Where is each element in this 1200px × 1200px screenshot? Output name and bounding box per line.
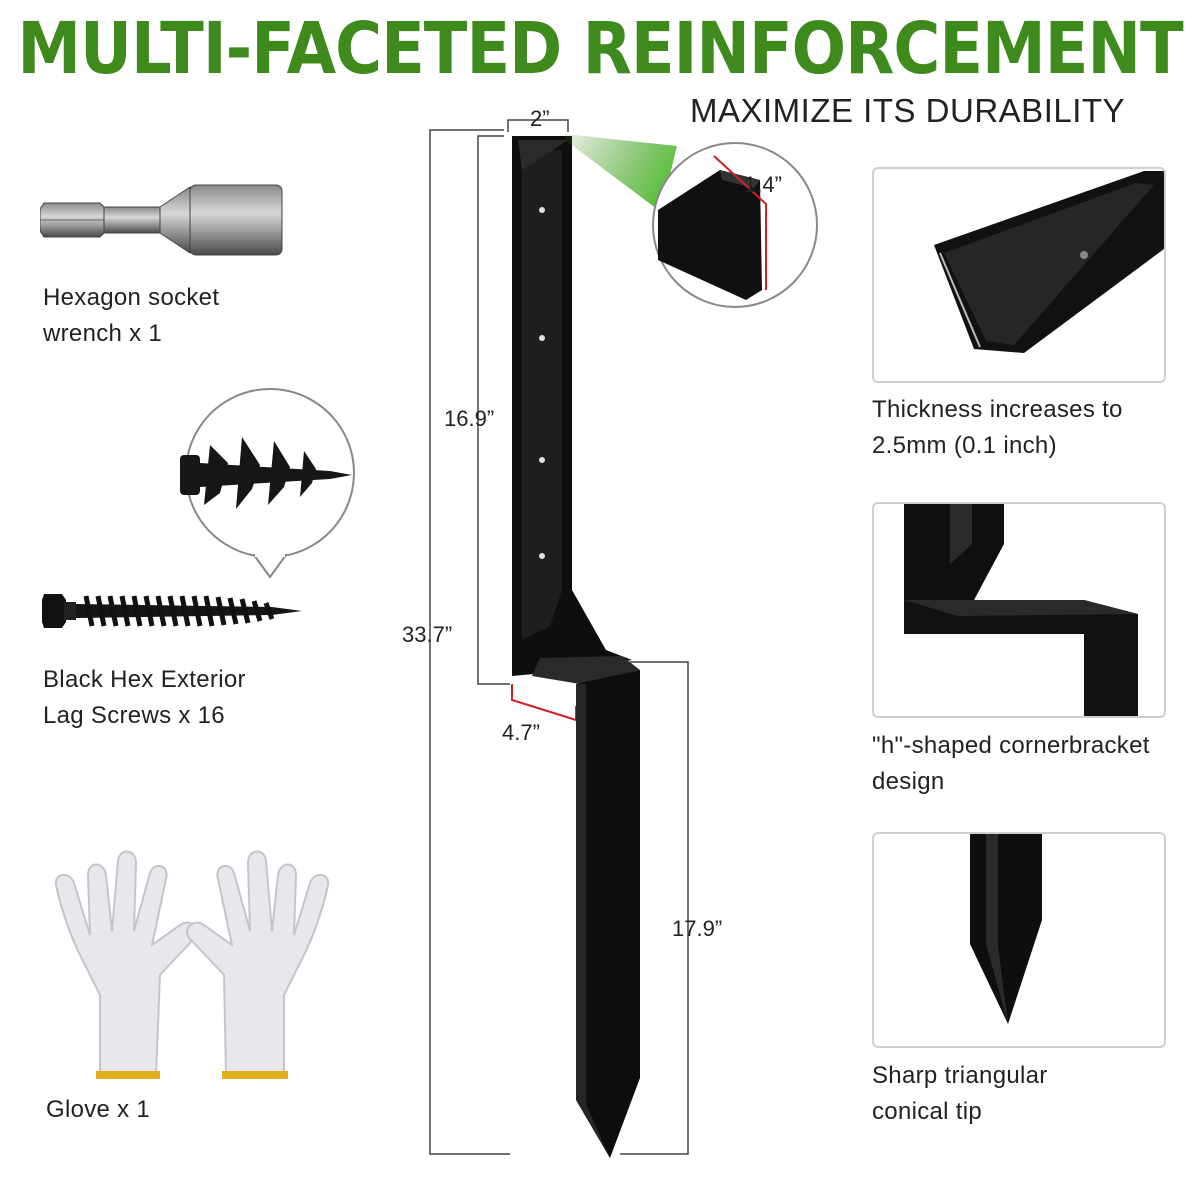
- feature-panel-tip: [872, 832, 1166, 1048]
- feature-panel-h-bracket: [872, 502, 1166, 718]
- dim-upper-height: 16.9”: [444, 406, 495, 431]
- dim-flange: 1.4”: [744, 172, 782, 197]
- flange-zoom-beam: [565, 128, 685, 218]
- glove-icon: [40, 845, 360, 1085]
- lag-screw-icon: [42, 586, 304, 636]
- hex-socket-icon: [40, 175, 290, 265]
- tip-label: Sharp triangular conical tip: [872, 1062, 1048, 1125]
- page-title: MULTI-FACETED REINFORCEMENT: [17, 8, 1183, 91]
- page-subtitle: MAXIMIZE ITS DURABILITY: [690, 92, 1126, 129]
- h-bracket-label: "h"-shaped cornerbracket design: [872, 732, 1150, 795]
- socket-wrench-label: Hexagon socket wrench x 1: [43, 284, 220, 347]
- feature-panel-thickness: [872, 167, 1166, 383]
- bracket-diagram: [400, 110, 720, 1170]
- glove-label: Glove x 1: [46, 1096, 151, 1123]
- dim-spike-length: 17.9”: [672, 916, 723, 941]
- screw-closeup-callout: [180, 385, 360, 585]
- dim-total-height: 33.7”: [402, 622, 453, 647]
- thickness-label: Thickness increases to 2.5mm (0.1 inch): [872, 396, 1123, 459]
- dim-offset: 4.7”: [502, 720, 540, 745]
- lag-screws-label: Black Hex Exterior Lag Screws x 16: [43, 666, 246, 729]
- dim-width-top: 2”: [530, 106, 550, 131]
- flange-closeup-callout: [650, 140, 820, 310]
